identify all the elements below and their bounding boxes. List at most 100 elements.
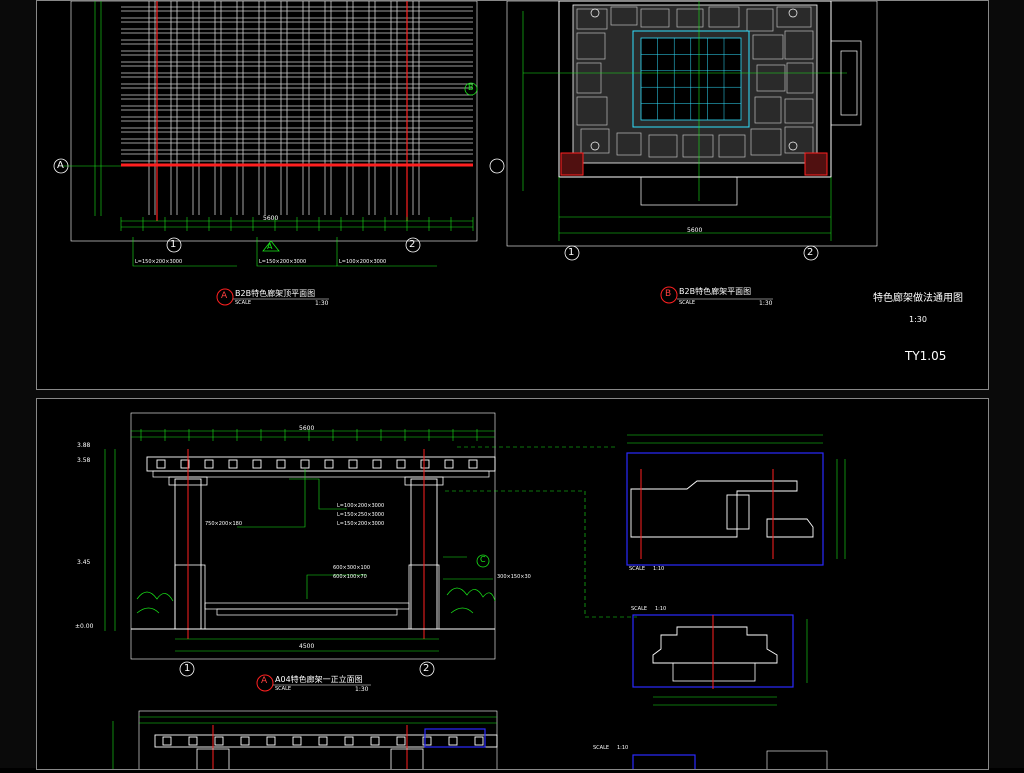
elevation-note-3: L=150×200×3000	[337, 521, 385, 527]
beam-note-2: L=150×200×3000	[259, 259, 307, 265]
paving-stone	[752, 34, 784, 60]
rafter-end	[372, 459, 382, 469]
elevation-note-4: 750×200×180	[205, 521, 243, 527]
title-marker-a: A	[221, 291, 228, 301]
level-label-2: 3.58	[77, 457, 91, 464]
level-label-3: 3.45	[77, 559, 91, 566]
paving-stone	[786, 62, 814, 94]
plan-b-scale-label: SCALE	[679, 300, 696, 306]
paving-stone	[610, 6, 638, 26]
section-marker-b: B	[468, 83, 474, 92]
paving-stone	[776, 6, 812, 28]
detail-2-scale-label: SCALE	[631, 606, 648, 612]
rafter-end	[420, 459, 430, 469]
sheet-title: 特色廊架做法通用图	[873, 293, 963, 304]
beam-note-3: L=100×200×3000	[339, 259, 387, 265]
rafter-end	[370, 736, 380, 746]
rafter-end	[300, 459, 310, 469]
paving-stone	[754, 96, 782, 124]
axis-label-2: 2	[409, 239, 416, 250]
paving-stone	[576, 8, 608, 30]
rafter-end	[448, 736, 458, 746]
paving-stone	[708, 6, 740, 28]
paving-stone	[784, 126, 814, 154]
elevation-scale: 1:30	[355, 686, 369, 693]
plan-a-scale-label: SCALE	[235, 300, 252, 306]
plan-b-title: B2B特色廊架平面图	[679, 287, 752, 296]
elevation-note-6: 600×100×70	[333, 574, 367, 580]
paving-stone	[784, 98, 814, 124]
sheet-number: TY1.05	[905, 349, 947, 363]
rafter-end	[348, 459, 358, 469]
elevation-scale-label: SCALE	[275, 686, 292, 692]
rafter-end	[444, 459, 454, 469]
rafter-end	[318, 736, 328, 746]
detail-1-scale: 1:10	[653, 566, 665, 572]
paving-stone	[746, 8, 774, 32]
front-elevation	[104, 412, 496, 692]
rafter-end	[156, 459, 166, 469]
elevation-dim-bottom: 4500	[299, 643, 315, 650]
rafter-end	[396, 736, 406, 746]
rafter-end	[396, 459, 406, 469]
side-elevation-partial	[112, 710, 828, 773]
paving-stone	[676, 8, 704, 28]
rafter-end	[228, 459, 238, 469]
axis-label-up-a: A	[267, 242, 273, 251]
detail-beam-profile	[626, 434, 846, 566]
sheet-scale: 1:30	[909, 315, 927, 324]
paving-stone	[756, 64, 786, 92]
paving-stone	[576, 62, 602, 94]
rafter-end	[204, 459, 214, 469]
paving-stone	[784, 30, 814, 60]
plan-a-scale: 1:30	[315, 300, 329, 307]
plan-a-title: B2B特色廊架顶平面图	[235, 289, 316, 298]
elevation-note-5: 600×300×100	[333, 565, 371, 571]
axis-label-b-2: 2	[807, 247, 814, 258]
elevation-dim-total: 5600	[299, 425, 315, 432]
paving-stone	[576, 32, 606, 60]
rafter-end	[240, 736, 250, 746]
rafter-end	[422, 736, 432, 746]
rafter-end	[276, 459, 286, 469]
drawing-sheet-top: A 1 2 A B 5600 L=150×200×3000 L=150×200×…	[36, 0, 989, 390]
title-marker-b: B	[665, 289, 672, 299]
axis-label-b-1: 1	[568, 247, 575, 258]
axis-label-1: 1	[170, 239, 177, 250]
rafter-end	[214, 736, 224, 746]
elevation-axis-1: 1	[184, 663, 191, 674]
plan-drawings	[53, 0, 878, 306]
elevation-note-7: 300×150×30	[497, 574, 531, 580]
rafter-end	[324, 459, 334, 469]
paving-stone	[718, 134, 746, 158]
elevation-note-1: L=100×200×3000	[337, 503, 385, 509]
dim-total-a: 5600	[263, 215, 279, 222]
rafter-end	[266, 736, 276, 746]
detail-3-scale: 1:10	[617, 745, 629, 751]
rafter-end	[468, 459, 478, 469]
rafter-end	[474, 736, 484, 746]
rafter-end	[252, 459, 262, 469]
detail-column-base	[632, 614, 808, 706]
elevation-note-2: L=150×250×3000	[337, 512, 385, 518]
level-label-4: ±0.00	[75, 623, 94, 630]
beam-note-1: L=150×200×3000	[135, 259, 183, 265]
detail-1-scale-label: SCALE	[629, 566, 646, 572]
paving-stone	[682, 134, 714, 158]
rafter-end	[180, 459, 190, 469]
rafter-end	[188, 736, 198, 746]
elevation-title: A04特色廊架一正立面图	[275, 675, 363, 684]
dim-total-b: 5600	[687, 227, 703, 234]
paving-stone	[750, 128, 782, 156]
level-label-1: 3.88	[77, 442, 91, 449]
paving-stone	[616, 132, 642, 156]
callout-marker-c: C	[480, 555, 486, 564]
drawing-sheet-bottom: 3.88 3.58 3.45 ±0.00 5600 4500 L=100×200…	[36, 398, 989, 773]
rafter-end	[162, 736, 172, 746]
floor-plan-b	[489, 0, 878, 304]
paving-stone	[580, 128, 610, 154]
paving-stone	[640, 8, 670, 28]
elevation-axis-2: 2	[423, 663, 430, 674]
paving-stone	[648, 134, 678, 158]
